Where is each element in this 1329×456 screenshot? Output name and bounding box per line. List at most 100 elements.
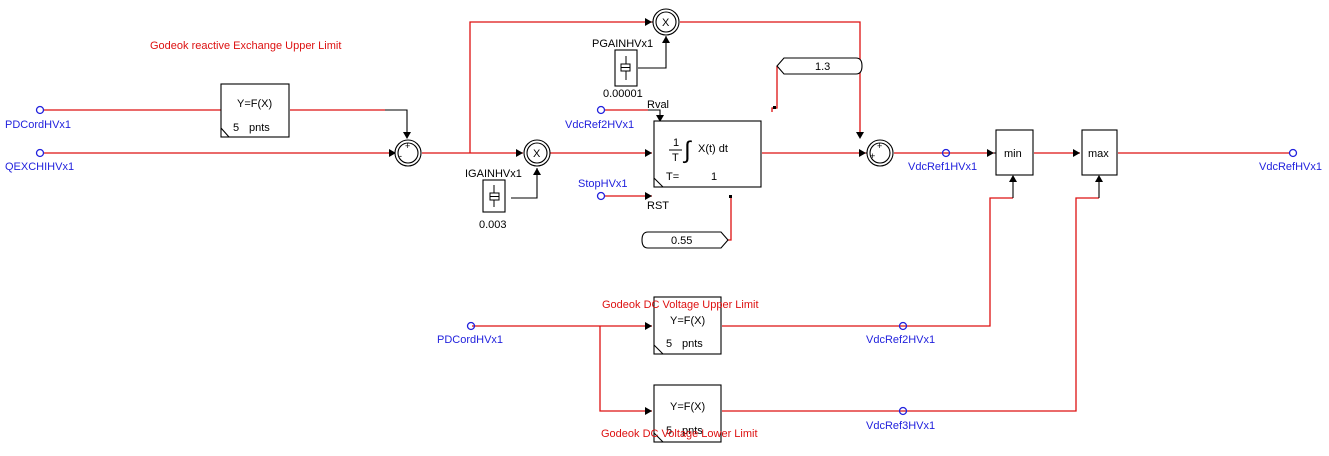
ports bbox=[35, 105, 1298, 416]
arrow-integ-rst bbox=[645, 192, 652, 200]
multiplier-i-symbol: X bbox=[533, 148, 541, 160]
port-qexch[interactable] bbox=[35, 148, 45, 158]
annotation-reactive-upper: Godeok reactive Exchange Upper Limit bbox=[150, 40, 341, 52]
func-dc-lower-pnts-unit: pnts bbox=[682, 425, 703, 437]
port-vdcref3-out[interactable] bbox=[898, 406, 908, 416]
arrow-integ-rval bbox=[656, 115, 664, 122]
arrow-sum2-top bbox=[856, 132, 864, 139]
port-pdcord-top[interactable] bbox=[35, 105, 45, 115]
summing-junction-2[interactable]: + + bbox=[866, 139, 894, 167]
arrow-imult-left bbox=[516, 149, 523, 157]
igain-slider[interactable]: IGAINHVx1 0.003 bbox=[465, 168, 522, 231]
arrow-sum1-top bbox=[403, 132, 411, 139]
port-vdcref2-out[interactable] bbox=[898, 321, 908, 331]
integrator-corner bbox=[653, 177, 664, 188]
node-upper-limit bbox=[773, 106, 776, 109]
port-stop[interactable] bbox=[596, 191, 606, 201]
arrow-integ-in bbox=[645, 149, 652, 157]
func-dc-upper-pnts-n: 5 bbox=[666, 338, 672, 350]
arrow-min-bottom bbox=[1009, 175, 1017, 182]
func-dc-upper-corner bbox=[653, 344, 664, 355]
summing-junction-1[interactable]: + - bbox=[394, 139, 422, 167]
wire-upper-limit bbox=[771, 66, 778, 112]
integrator-t-label: T= bbox=[666, 171, 679, 183]
upper-limit-constant[interactable]: 1.3 bbox=[776, 57, 863, 75]
func-dc-lower-corner bbox=[653, 432, 664, 443]
wire-branch-to-pmult bbox=[469, 21, 652, 153]
wire-dcupper-to-min bbox=[722, 197, 1013, 327]
signal-labels: PDCordHVx1 QEXCHIHVx1 VdcRef2HVx1 StopHV… bbox=[5, 119, 1322, 432]
func-dc-upper-title: Y=F(X) bbox=[670, 315, 705, 327]
integrator-t-value: 1 bbox=[711, 171, 717, 183]
func-reactive-pnts-unit: pnts bbox=[249, 122, 270, 134]
sum2-top-sign: + bbox=[877, 141, 882, 151]
function-block-reactive[interactable]: Y=F(X) 5 pnts bbox=[220, 83, 290, 138]
lower-limit-constant[interactable]: 0.55 bbox=[641, 231, 729, 249]
port-vdcref2-in[interactable] bbox=[596, 105, 606, 115]
port-vdcref-out[interactable] bbox=[1288, 148, 1298, 158]
multiplier-i[interactable]: X bbox=[523, 139, 551, 167]
pgain-name: PGAINHVx1 bbox=[592, 38, 653, 50]
multiplier-p[interactable]: X bbox=[652, 8, 680, 36]
arrow-dclower-in bbox=[645, 407, 652, 415]
arrow-imult-bottom bbox=[533, 168, 541, 175]
label-pdcord-top: PDCordHVx1 bbox=[5, 119, 71, 131]
max-block[interactable]: max bbox=[1081, 129, 1118, 176]
integrator-denominator: T bbox=[672, 152, 679, 164]
arrow-sum1-left bbox=[389, 149, 396, 157]
label-vdcref2-out: VdcRef2HVx1 bbox=[866, 334, 935, 346]
wire-func-to-sum1-top bbox=[385, 109, 408, 138]
min-label: min bbox=[1004, 148, 1022, 160]
label-pdcord-bottom: PDCordHVx1 bbox=[437, 334, 503, 346]
min-block[interactable]: min bbox=[995, 129, 1034, 176]
upper-limit-value: 1.3 bbox=[815, 61, 830, 73]
arrow-dcupper-in bbox=[645, 322, 652, 330]
multiplier-p-symbol: X bbox=[662, 17, 670, 29]
arrow-max-in bbox=[1073, 149, 1080, 157]
wire-pdcord-branch bbox=[599, 326, 652, 412]
arrow-min-in bbox=[987, 149, 994, 157]
integrator-block[interactable]: 1 T ∫ X(t) dt T= 1 Rval RST bbox=[647, 99, 762, 212]
sum1-left-sign: - bbox=[399, 151, 402, 161]
sum2-left-sign: + bbox=[870, 151, 875, 161]
label-qexch: QEXCHIHVx1 bbox=[5, 161, 74, 173]
annotation-dc-lower: Godeok DC Voltage Lower Limit bbox=[601, 428, 758, 440]
integrator-expression: X(t) dt bbox=[698, 143, 728, 155]
wire-lower-limit bbox=[728, 197, 732, 241]
label-vdcref-out: VdcRefHVx1 bbox=[1259, 161, 1322, 173]
function-block-dc-lower[interactable]: Y=F(X) 5 pnts bbox=[653, 384, 722, 443]
func-dc-lower-title: Y=F(X) bbox=[670, 401, 705, 413]
arrow-sum2-left bbox=[859, 149, 866, 157]
wire-pmult-to-sum2 bbox=[680, 21, 861, 135]
wire-igain-to-imult bbox=[511, 168, 538, 199]
wire-dclower-to-max bbox=[722, 197, 1099, 412]
label-stop: StopHVx1 bbox=[578, 178, 628, 190]
igain-value: 0.003 bbox=[479, 219, 507, 231]
igain-name: IGAINHVx1 bbox=[465, 168, 522, 180]
label-vdcref3-out: VdcRef3HVx1 bbox=[866, 420, 935, 432]
func-reactive-title: Y=F(X) bbox=[237, 98, 272, 110]
arrowheads bbox=[389, 18, 1103, 415]
wire-pgain-to-pmult bbox=[638, 36, 667, 69]
pgain-slider[interactable]: PGAINHVx1 0.00001 bbox=[592, 38, 653, 100]
pgain-value: 0.00001 bbox=[603, 88, 643, 100]
port-pdcord-bottom[interactable] bbox=[466, 321, 476, 331]
integrator-numerator: 1 bbox=[673, 137, 679, 149]
func-reactive-corner bbox=[220, 127, 230, 138]
max-label: max bbox=[1088, 148, 1109, 160]
annotations: Godeok reactive Exchange Upper Limit God… bbox=[150, 40, 759, 440]
port-vdcref1[interactable] bbox=[941, 148, 951, 158]
integrator-rst-label: RST bbox=[647, 200, 669, 212]
function-block-dc-upper[interactable]: Y=F(X) 5 pnts bbox=[653, 296, 722, 355]
func-reactive-pnts-n: 5 bbox=[233, 122, 239, 134]
func-dc-lower-pnts-n: 5 bbox=[666, 425, 672, 437]
sum1-top-sign: + bbox=[405, 141, 410, 151]
func-dc-upper-pnts-unit: pnts bbox=[682, 338, 703, 350]
label-vdcref2-in: VdcRef2HVx1 bbox=[565, 119, 634, 131]
annotation-dc-upper: Godeok DC Voltage Upper Limit bbox=[602, 299, 759, 311]
arrow-pmult-bottom bbox=[662, 36, 670, 43]
node-lower-limit bbox=[729, 195, 732, 198]
arrow-pmult-left bbox=[645, 18, 652, 26]
arrow-max-bottom bbox=[1095, 175, 1103, 182]
lower-limit-value: 0.55 bbox=[671, 235, 692, 247]
